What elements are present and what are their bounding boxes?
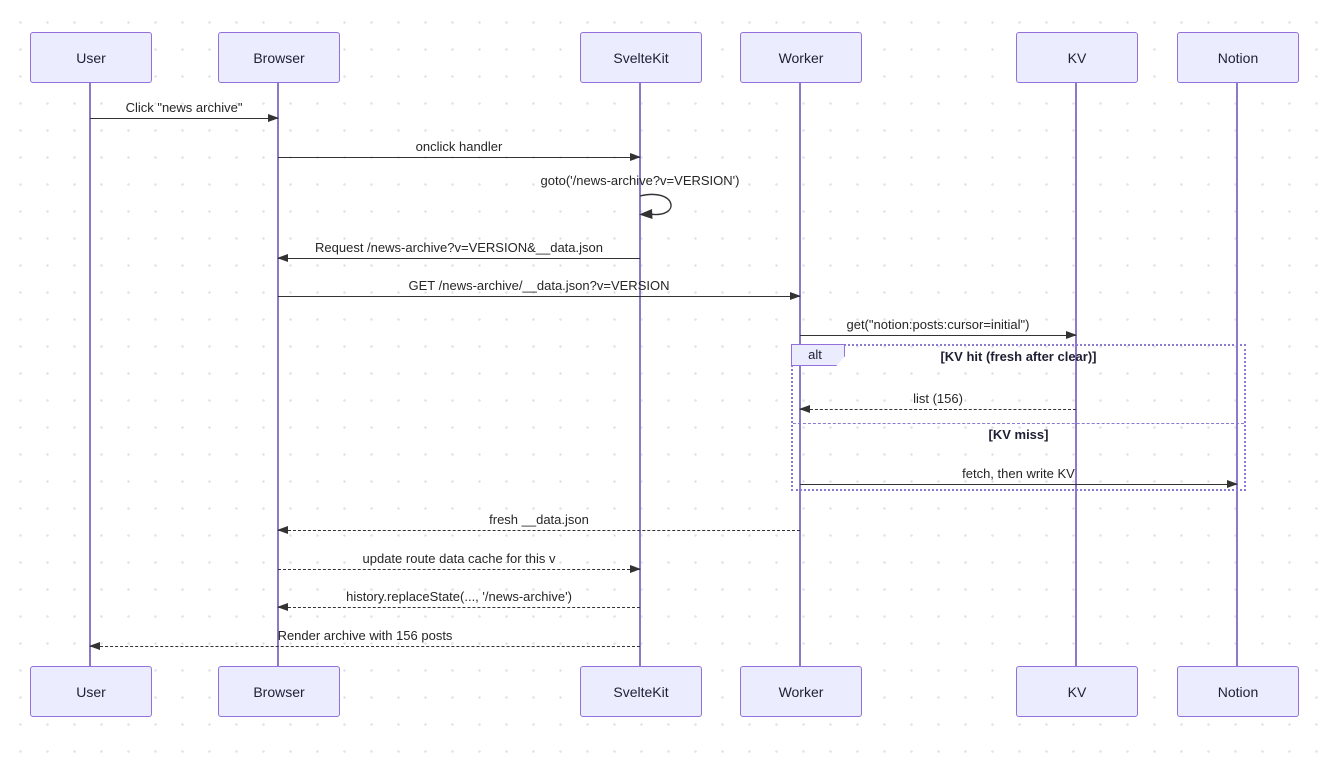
alt-frame-tag: alt	[791, 344, 845, 366]
lifeline-sveltekit	[639, 80, 641, 666]
actor-box-browser-bottom: Browser	[218, 666, 340, 717]
message-label: GET /news-archive/__data.json?v=VERSION	[408, 278, 670, 293]
actor-label: Notion	[1217, 49, 1259, 66]
actor-box-browser-top: Browser	[218, 32, 340, 83]
message-label: Request /news-archive?v=VERSION&__data.j…	[315, 240, 603, 255]
alt-divider	[793, 423, 1244, 424]
actor-box-kv-top: KV	[1016, 32, 1138, 83]
actor-label: SvelteKit	[613, 49, 669, 66]
arrow-sveltekit-to-browser	[277, 253, 640, 262]
message-goto-self: goto('/news-archive?v=VERSION')	[540, 173, 740, 188]
message-fetch-write-kv: fetch, then write KV	[800, 466, 1238, 488]
actor-box-user-bottom: User	[30, 666, 152, 717]
message-label: list (156)	[913, 391, 963, 406]
message-click-news-archive: Click "news archive"	[90, 100, 279, 122]
lifeline-browser	[277, 80, 279, 666]
arrow-worker-to-notion	[800, 479, 1238, 488]
actor-box-worker-top: Worker	[740, 32, 862, 83]
alt-condition-kv-miss: [KV miss]	[988, 427, 1049, 442]
actor-label: Worker	[778, 49, 824, 66]
actor-box-user-top: User	[30, 32, 152, 83]
message-get-data-json: GET /news-archive/__data.json?v=VERSION	[278, 278, 801, 300]
actor-box-sveltekit-bottom: SvelteKit	[580, 666, 702, 717]
message-kv-list: list (156)	[799, 391, 1076, 413]
actor-label: User	[76, 683, 106, 700]
message-label: fetch, then write KV	[962, 466, 1075, 481]
message-history-replacestate: history.replaceState(..., '/news-archive…	[277, 589, 640, 611]
actor-label: Notion	[1217, 683, 1259, 700]
actor-label: Browser	[253, 49, 305, 66]
arrow-worker-to-browser	[277, 525, 800, 534]
message-onclick-handler: onclick handler	[278, 139, 641, 161]
alt-frame: alt [KV hit (fresh after clear)] [KV mis…	[791, 344, 1246, 491]
arrow-worker-to-kv	[800, 330, 1077, 339]
message-label: Render archive with 156 posts	[277, 628, 453, 643]
lifeline-user	[89, 80, 91, 666]
message-update-route-cache: update route data cache for this v	[278, 551, 641, 573]
message-label: history.replaceState(..., '/news-archive…	[346, 589, 572, 604]
message-kv-get: get("notion:posts:cursor=initial")	[800, 317, 1077, 339]
actor-box-kv-bottom: KV	[1016, 666, 1138, 717]
actor-label: Worker	[778, 683, 824, 700]
lifeline-worker	[799, 80, 801, 666]
alt-condition-kv-hit: [KV hit (fresh after clear)]	[940, 349, 1097, 364]
lifeline-notion	[1236, 80, 1238, 666]
message-label: onclick handler	[415, 139, 503, 154]
message-render-archive: Render archive with 156 posts	[89, 628, 640, 650]
actor-box-notion-top: Notion	[1177, 32, 1299, 83]
actor-box-sveltekit-top: SvelteKit	[580, 32, 702, 83]
actor-label: User	[76, 49, 106, 66]
arrow-browser-to-sveltekit-2	[278, 564, 641, 573]
message-label: fresh __data.json	[489, 512, 589, 527]
arrow-kv-to-worker	[799, 404, 1076, 413]
arrow-sveltekit-to-browser-2	[277, 602, 640, 611]
message-label: Click "news archive"	[125, 100, 243, 115]
arrow-browser-to-sveltekit	[278, 152, 641, 161]
message-label: update route data cache for this v	[362, 551, 556, 566]
actor-label: KV	[1067, 683, 1087, 700]
actor-label: SvelteKit	[613, 683, 669, 700]
actor-label: KV	[1067, 49, 1087, 66]
actor-label: Browser	[253, 683, 305, 700]
message-fresh-data-json: fresh __data.json	[277, 512, 800, 534]
arrow-user-to-browser	[90, 113, 279, 122]
lifeline-kv	[1075, 80, 1077, 666]
message-request-data-json: Request /news-archive?v=VERSION&__data.j…	[277, 240, 640, 262]
self-loop-arrow	[639, 193, 672, 219]
message-label: get("notion:posts:cursor=initial")	[846, 317, 1030, 332]
arrow-browser-to-worker	[278, 291, 801, 300]
actor-box-worker-bottom: Worker	[740, 666, 862, 717]
actor-box-notion-bottom: Notion	[1177, 666, 1299, 717]
arrow-sveltekit-to-user	[89, 641, 640, 650]
